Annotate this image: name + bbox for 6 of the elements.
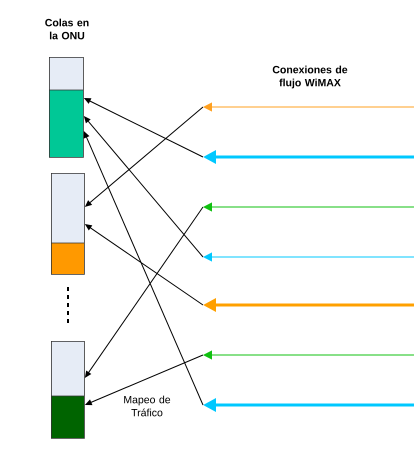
- queue-bar: [50, 173, 85, 275]
- caption: Mapeo de Tráfico: [124, 396, 170, 416]
- queue-bar: [50, 341, 85, 439]
- heading: Colas en la ONU: [45, 18, 88, 40]
- queue-bar: [48, 57, 84, 158]
- heading: Conexiones de flujo WiMAX: [272, 66, 348, 88]
